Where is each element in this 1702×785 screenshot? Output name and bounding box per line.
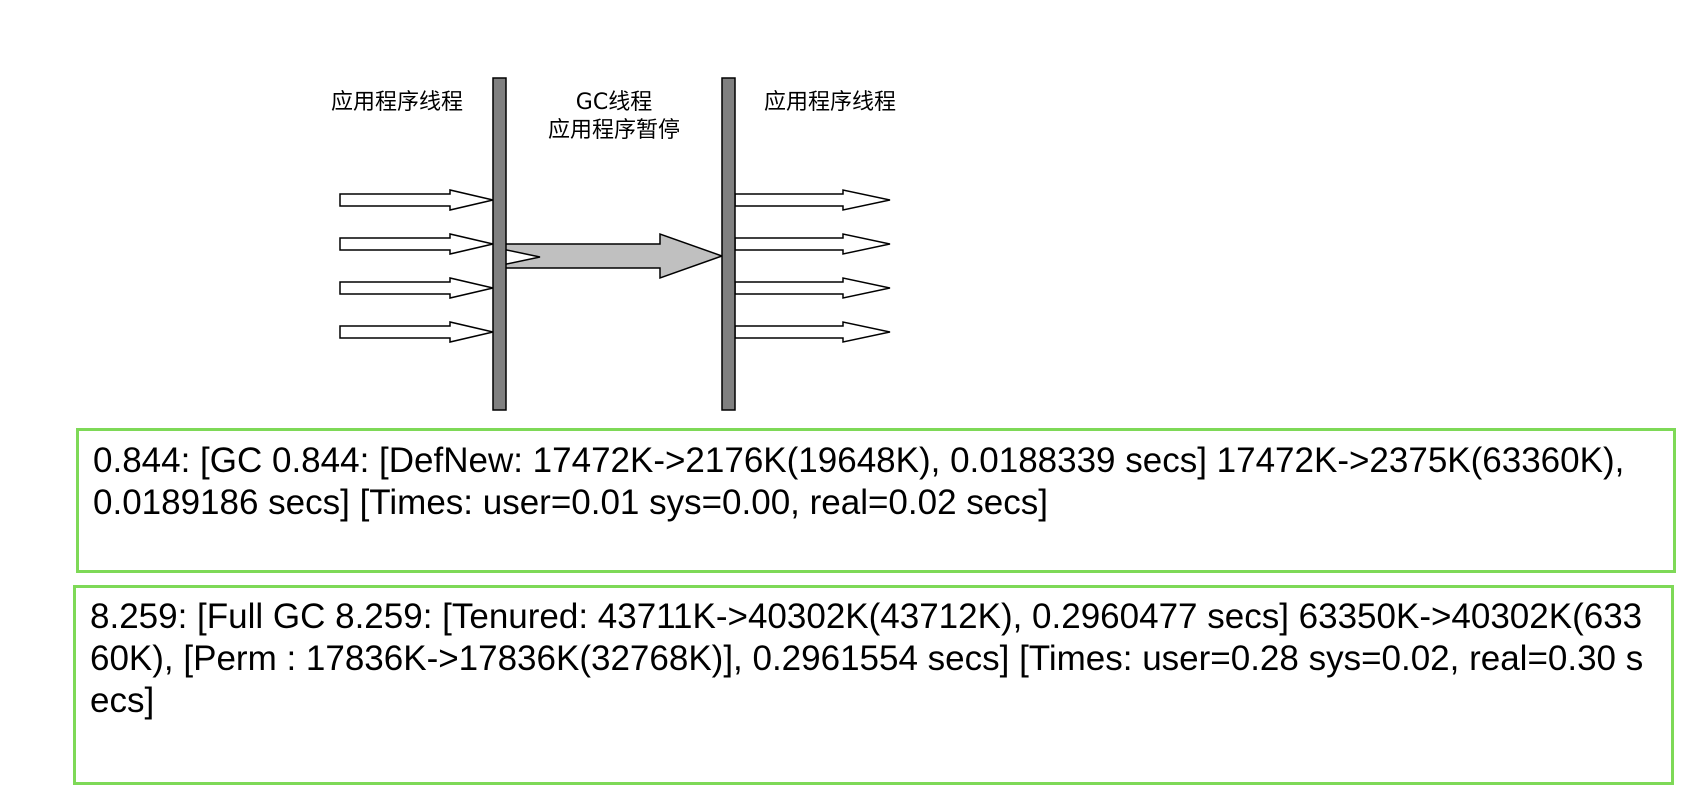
pause-label: 应用程序暂停 [548, 118, 680, 143]
pause-end-barrier [721, 77, 736, 411]
right-thread-label: 应用程序线程 [764, 90, 896, 115]
stop-the-world-diagram: 应用程序线程 GC线程 应用程序暂停 应用程序线程 [331, 77, 896, 411]
left-thread-arrow-1 [339, 189, 494, 211]
pause-start-barrier [492, 77, 507, 411]
left-thread-arrow-3 [339, 277, 494, 299]
gc-thread-arrow [501, 232, 725, 280]
left-thread-arrow-2 [339, 233, 494, 255]
minor-gc-log-text: 0.844: [GC 0.844: [DefNew: 17472K->2176K… [93, 441, 1625, 522]
right-thread-arrow-3 [734, 277, 891, 299]
right-thread-arrows [734, 189, 891, 343]
left-thread-label: 应用程序线程 [331, 90, 463, 115]
right-thread-arrow-1 [734, 189, 891, 211]
full-gc-log-text: 8.259: [Full GC 8.259: [Tenured: 43711K-… [90, 597, 1644, 720]
right-thread-arrow-4 [734, 321, 891, 343]
gc-thread-label: GC线程 [576, 90, 652, 115]
left-thread-arrow-4 [339, 321, 494, 343]
minor-gc-log-box: 0.844: [GC 0.844: [DefNew: 17472K->2176K… [76, 428, 1676, 573]
right-thread-arrow-2 [734, 233, 891, 255]
left-thread-arrows [339, 189, 494, 343]
full-gc-log-box: 8.259: [Full GC 8.259: [Tenured: 43711K-… [73, 585, 1674, 785]
